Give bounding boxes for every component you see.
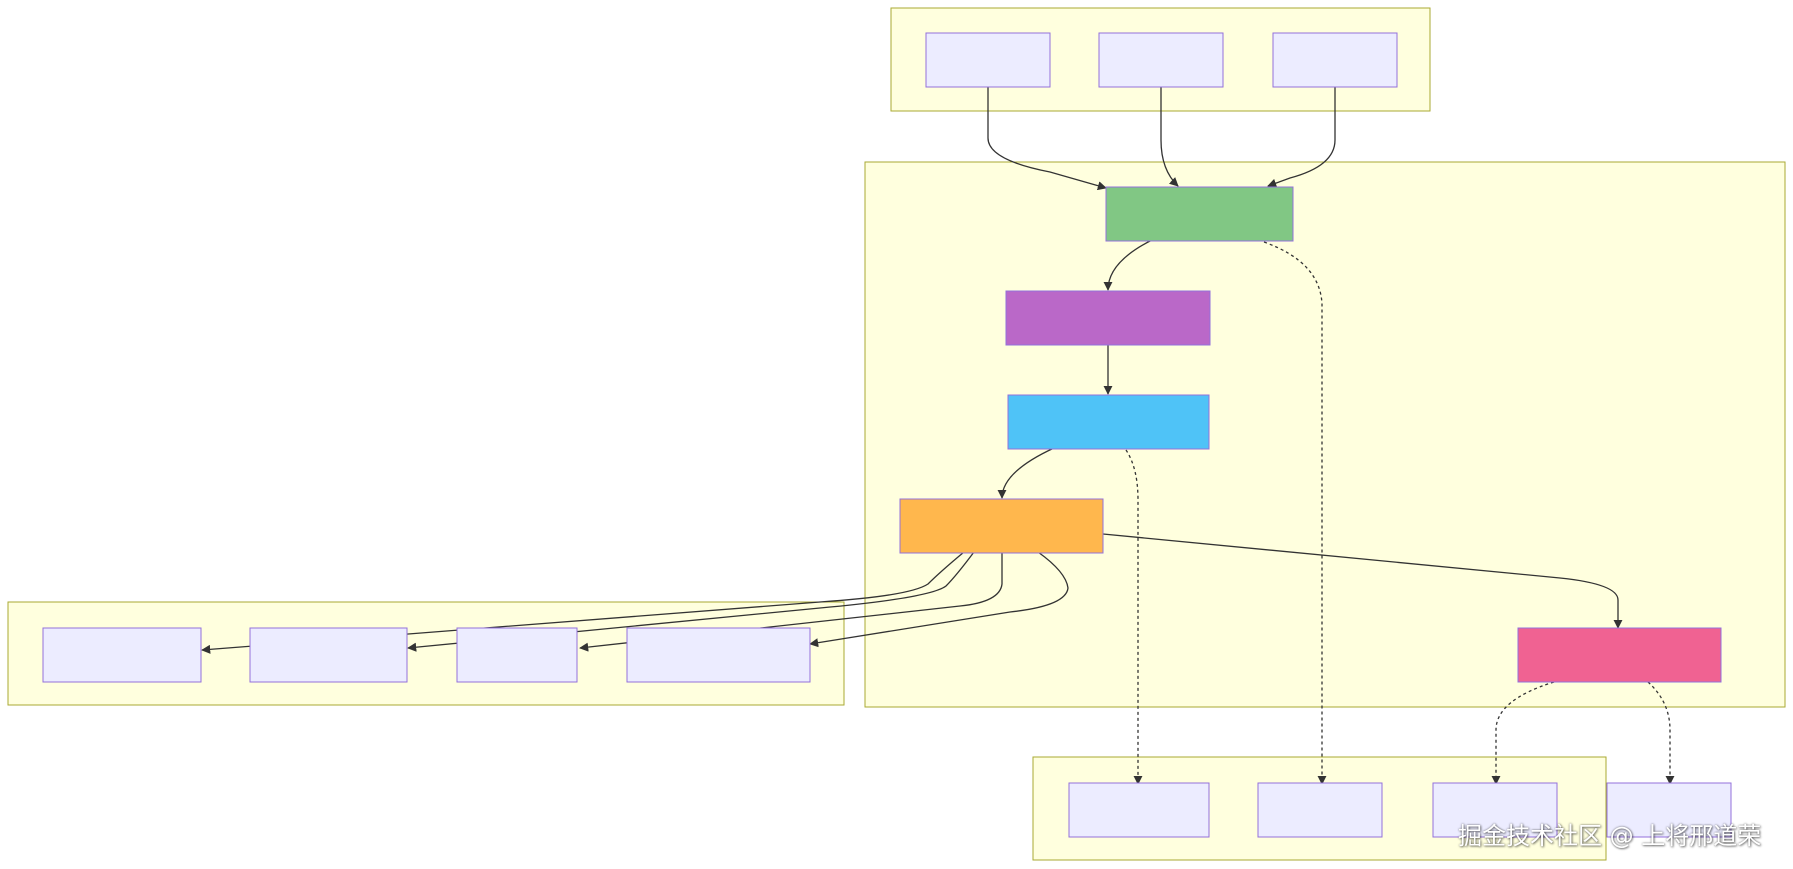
blue-node xyxy=(1007,394,1210,450)
green-node xyxy=(1105,186,1294,242)
input-node-1 xyxy=(925,32,1051,88)
edge-green-to-bottom-node-2 xyxy=(1263,241,1327,785)
edge-blue-to-bottom-node-1 xyxy=(1125,449,1143,785)
left-node-4 xyxy=(626,627,811,683)
edge-input3-to-green xyxy=(1267,87,1336,188)
orange-node xyxy=(899,498,1104,554)
bottom-node-3 xyxy=(1432,782,1558,838)
pink-node xyxy=(1517,627,1722,683)
edge-orange-to-left-node-3 xyxy=(579,552,1003,652)
edge-blue-to-orange xyxy=(997,447,1055,499)
edge-orange-to-pink xyxy=(1102,533,1623,629)
edge-input1-to-green xyxy=(987,87,1107,191)
left-node-3 xyxy=(456,627,578,683)
watermark-text: 掘金技术社区 @ 上将邢道荣 xyxy=(1458,822,1762,850)
edge-orange-to-left-node-2 xyxy=(407,551,975,652)
main-pipeline-cluster xyxy=(864,161,1786,708)
input-node-3 xyxy=(1272,32,1398,88)
left-node-1 xyxy=(42,627,202,683)
bottom-node-4 xyxy=(1606,782,1732,838)
edge-orange-to-left-node-4 xyxy=(809,551,1069,648)
edge-input2-to-green xyxy=(1160,87,1179,187)
edge-pink-to-bottom-node-4 xyxy=(1647,681,1675,785)
edge-green-to-purple xyxy=(1103,239,1153,291)
left-node-2 xyxy=(249,627,408,683)
purple-node xyxy=(1005,290,1211,346)
edge-pink-to-bottom-node-3 xyxy=(1491,681,1555,785)
bottom-node-2 xyxy=(1257,782,1383,838)
bottom-node-1 xyxy=(1068,782,1210,838)
edge-orange-to-left-node-1 xyxy=(201,551,965,654)
input-node-2 xyxy=(1098,32,1224,88)
